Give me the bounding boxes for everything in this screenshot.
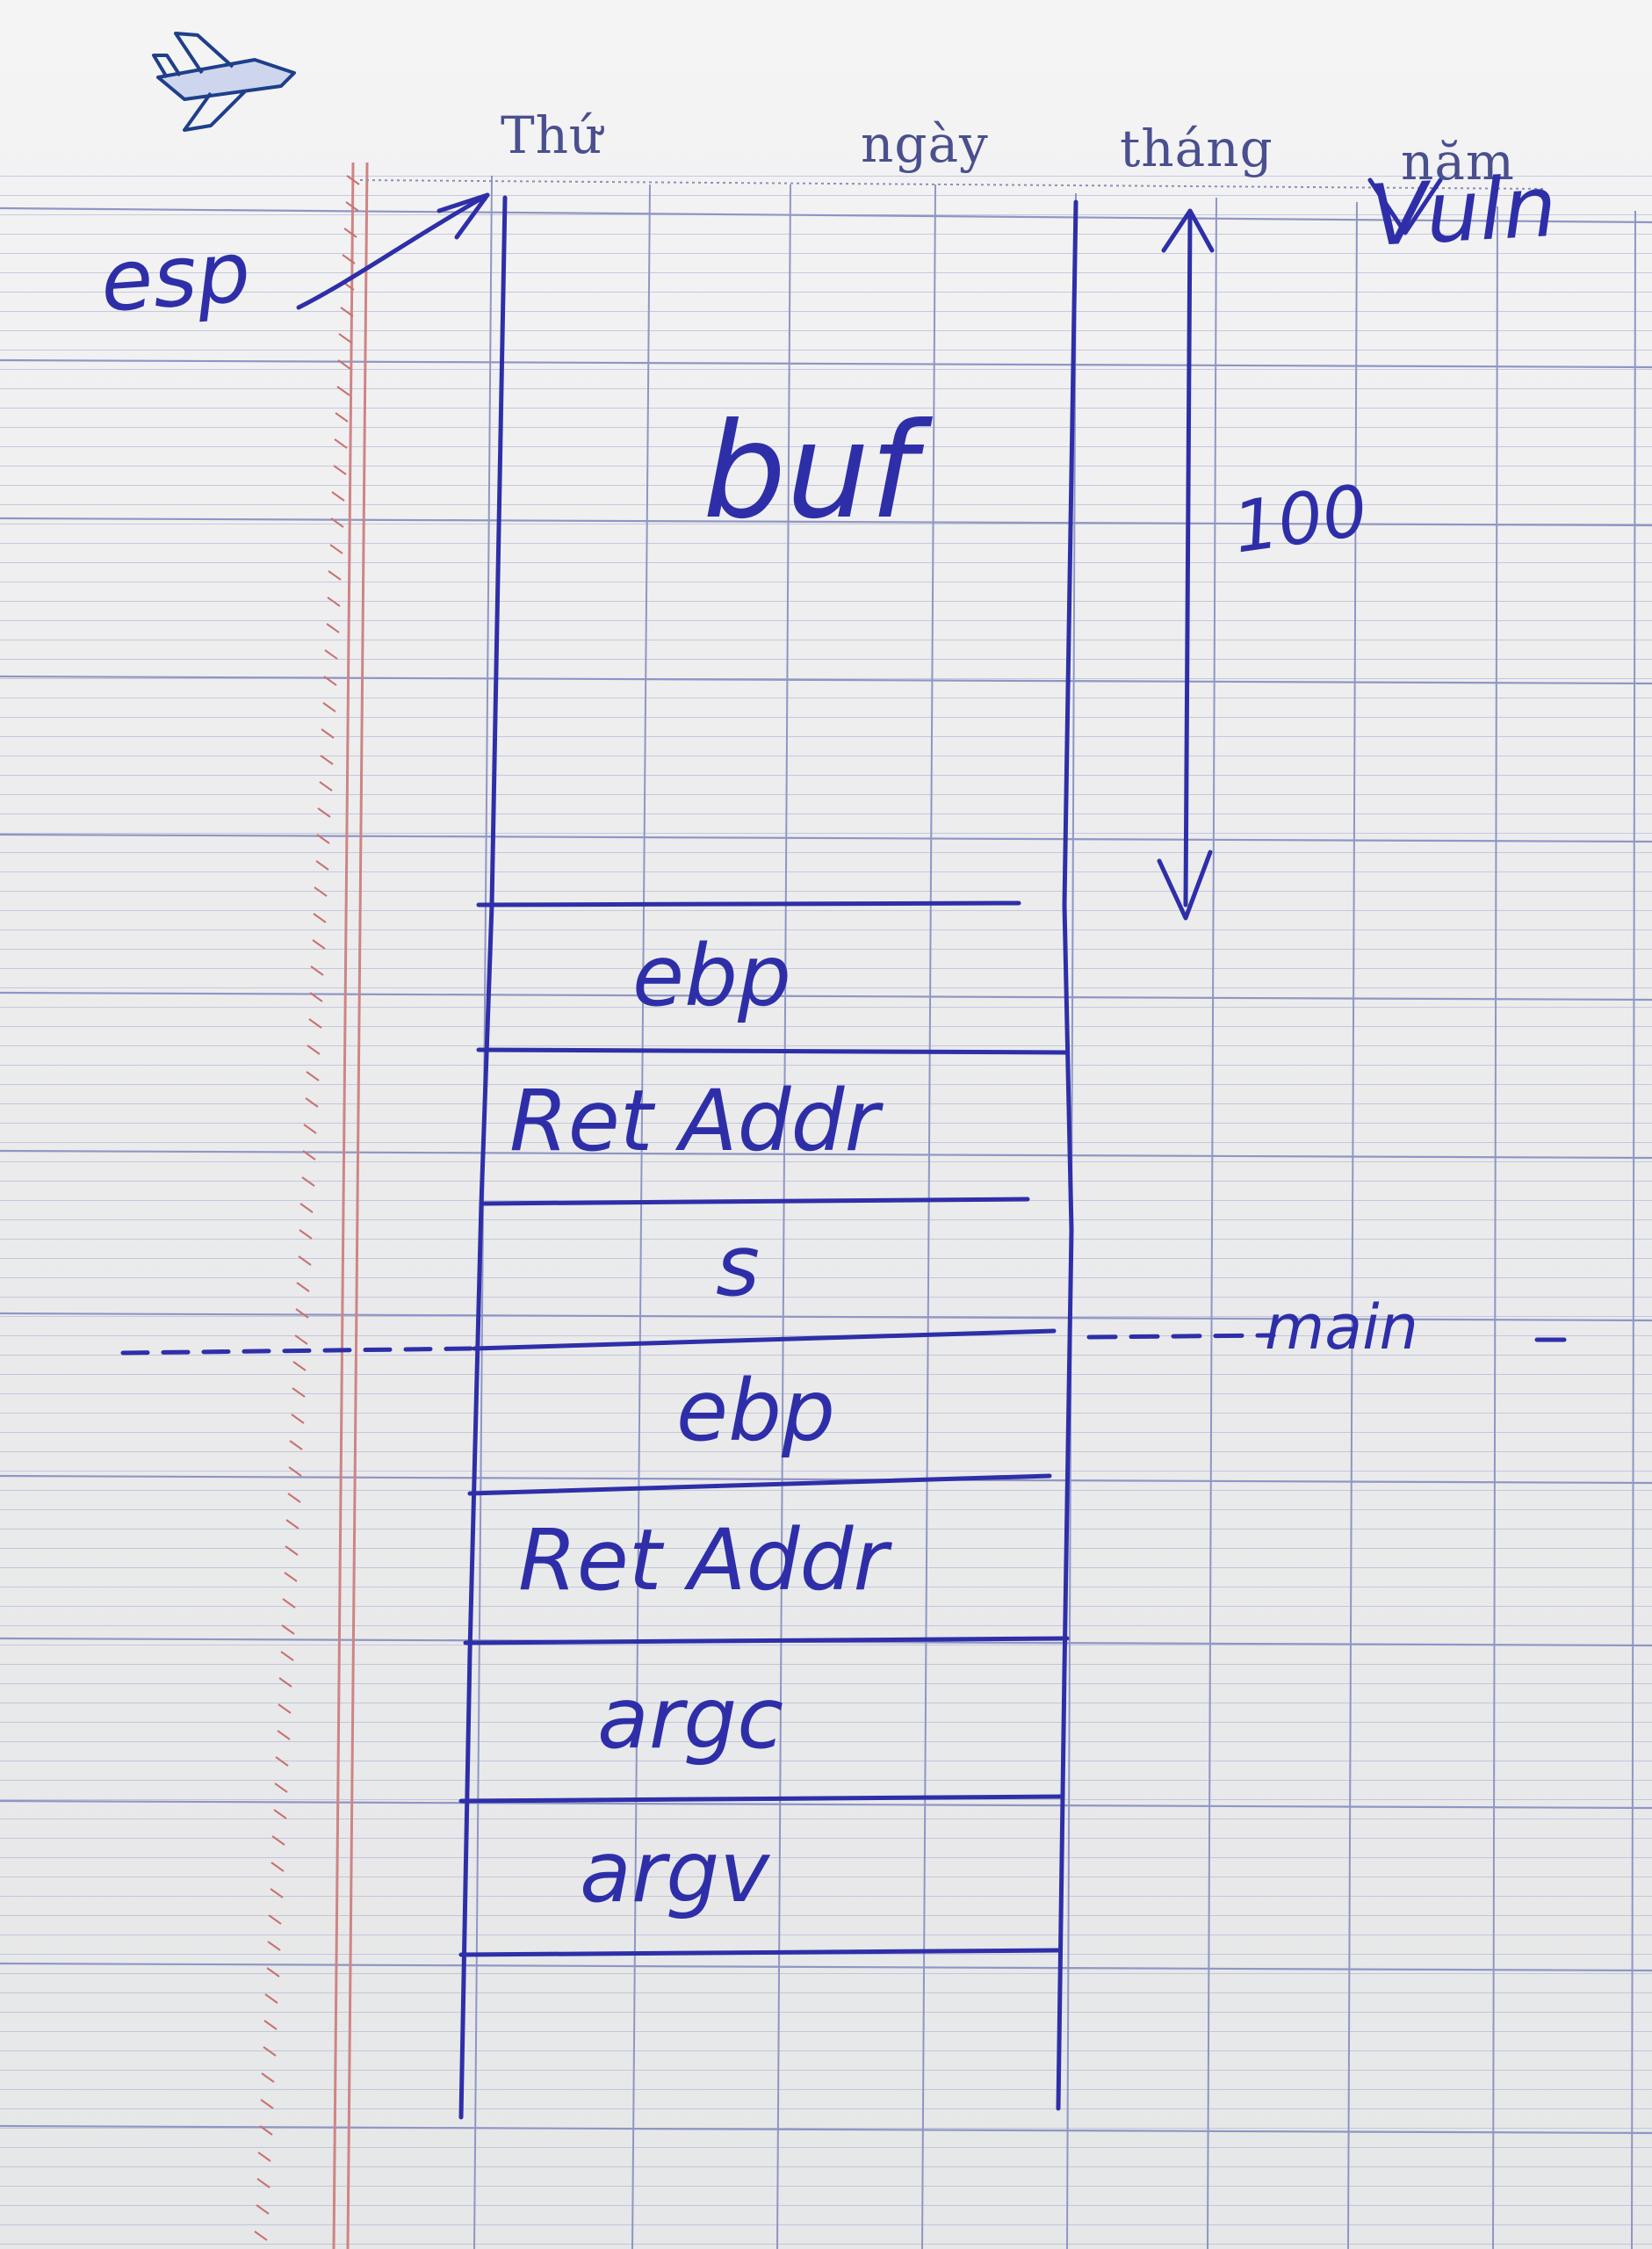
stack-cell-argc: argc — [597, 1669, 784, 1768]
stack-cell-argv: argv — [580, 1823, 770, 1921]
stack-drawing — [120, 177, 1567, 2120]
stack-cell-ret-addr-2: Ret Addr — [518, 1511, 888, 1609]
stack-cell-ebp-2: ebp — [676, 1362, 835, 1460]
stack-cell-ret-addr-1: Ret Addr — [509, 1072, 879, 1170]
airplane-icon — [152, 32, 296, 132]
header-label-ngay: ngày — [861, 114, 989, 174]
vuln-label: Vuln — [1367, 156, 1559, 265]
main-frame-label: main — [1265, 1291, 1418, 1363]
esp-label: esp — [97, 222, 254, 331]
stack-cell-buf: buf — [703, 395, 917, 548]
stack-cell-s: s — [716, 1217, 761, 1315]
header-label-thu: Thứ — [501, 105, 603, 165]
header-label-nam: năm — [1401, 132, 1515, 192]
header-label-thang: tháng — [1120, 119, 1273, 178]
stack-cell-ebp-1: ebp — [632, 927, 791, 1025]
